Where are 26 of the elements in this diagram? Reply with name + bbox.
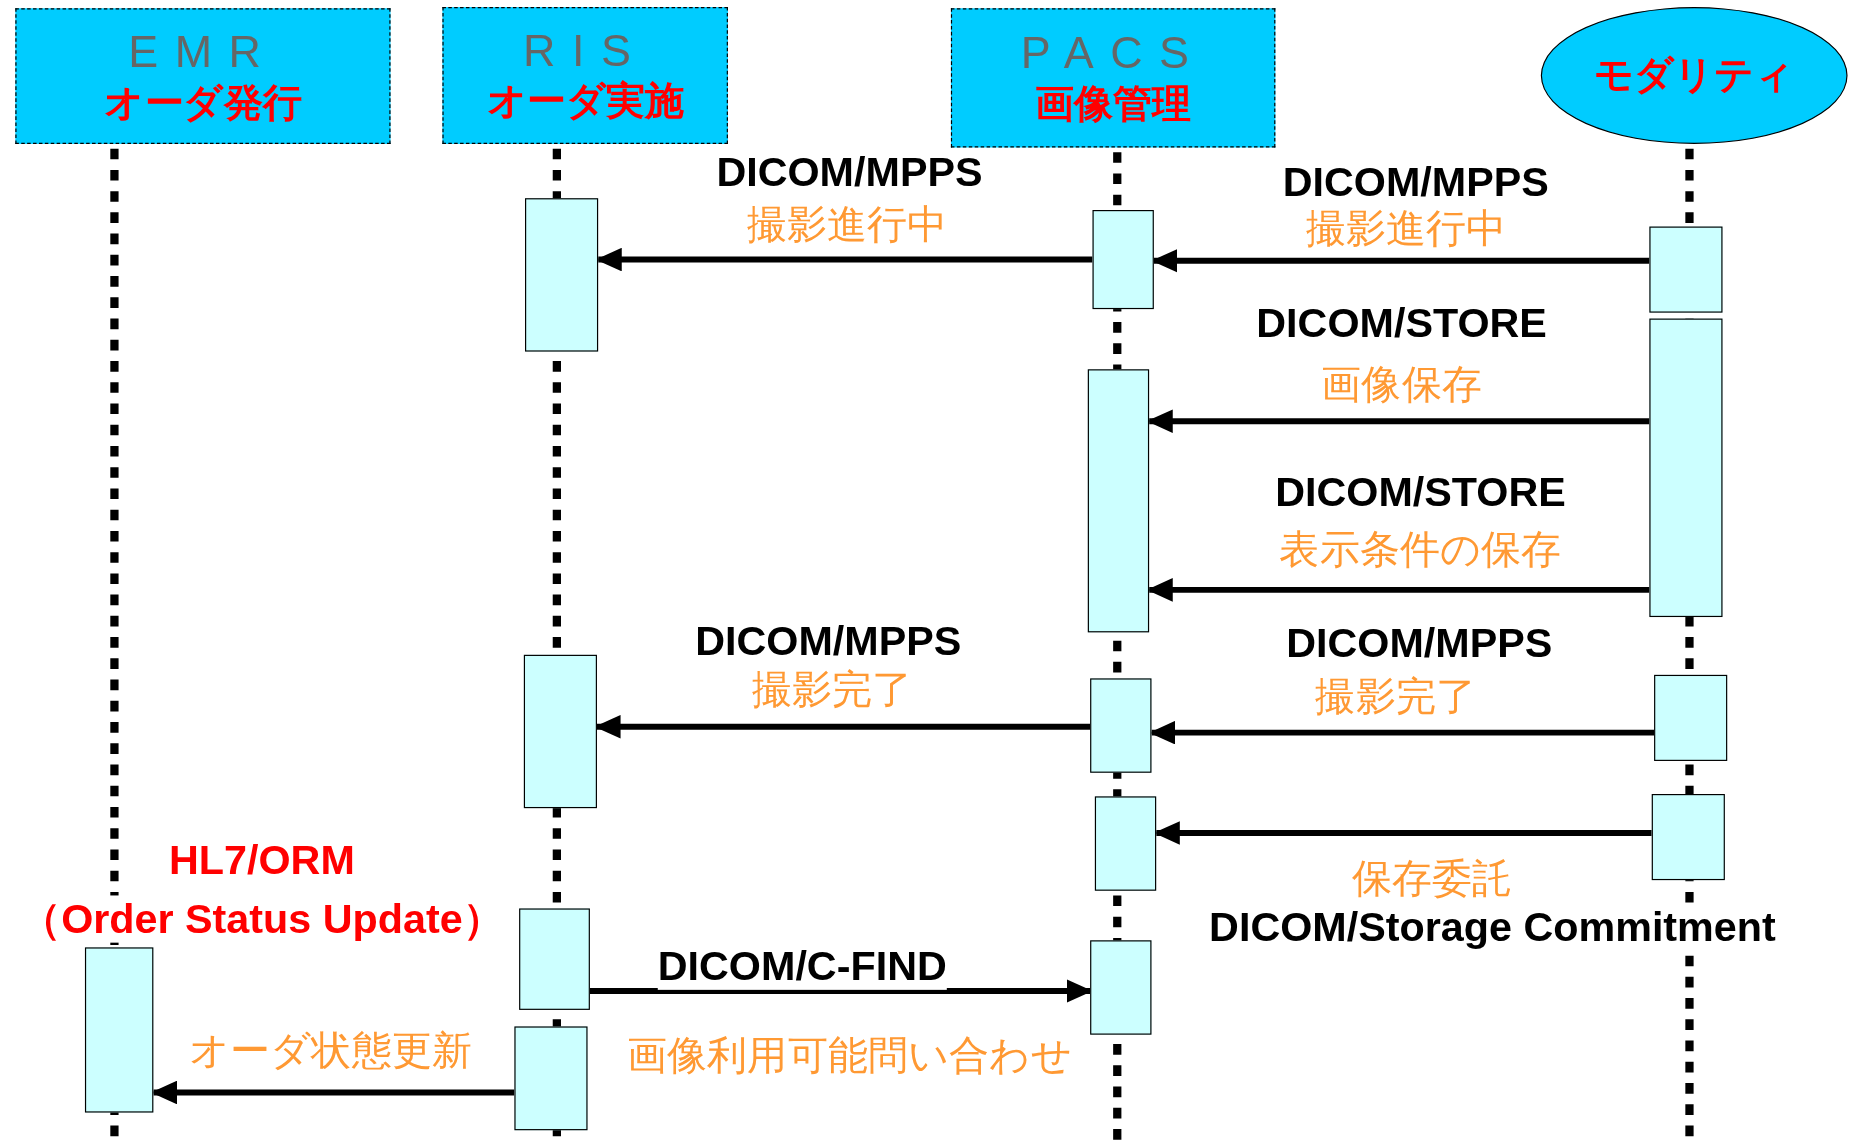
participant-role: オーダ実施 — [486, 78, 684, 125]
activation-bar — [519, 908, 590, 1010]
participant-box — [15, 8, 391, 144]
activation-bar — [523, 654, 597, 809]
participant-box — [442, 7, 728, 144]
activation-bar — [84, 947, 154, 1113]
participant-name: PACS — [1020, 27, 1206, 80]
activation-bar — [1090, 940, 1152, 1035]
activation-bar — [514, 1026, 588, 1131]
activation-bar — [1090, 678, 1152, 773]
activation-bar — [1649, 226, 1723, 313]
activation-bar — [1094, 796, 1157, 891]
participant-role: オーダ発行 — [104, 78, 302, 126]
message-arrow — [1149, 720, 1655, 745]
activation-bar — [1654, 674, 1728, 761]
activation-bar — [1649, 318, 1723, 618]
participant-role: 画像管理 — [1035, 80, 1191, 128]
activation-bar — [525, 198, 599, 352]
activation-bar — [1092, 210, 1154, 310]
activation-bar — [1087, 369, 1150, 633]
participant-role: モダリティ — [1593, 52, 1795, 99]
activation-bar — [1651, 794, 1725, 881]
participant-name: RIS — [523, 24, 648, 77]
message-arrow — [151, 1080, 515, 1105]
participant-box — [950, 8, 1276, 148]
participant-name: EMR — [128, 25, 278, 78]
